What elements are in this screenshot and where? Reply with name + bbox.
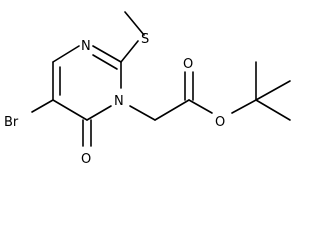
atom-label-bromine: Br [4, 115, 19, 130]
bond-methyl-s [124, 11, 145, 36]
bond-lines [31, 11, 291, 147]
atom-label-ring-nitrogen-bottom: N [114, 94, 124, 109]
bond-c5-br [31, 99, 54, 113]
bond-tbutyl-methyl-right [255, 80, 291, 101]
bond-o-tbutyl [231, 99, 257, 114]
bond-c2-n3-double [92, 45, 122, 63]
bond-n3-c4 [52, 45, 80, 63]
atom-labels: S N N Br O O O [4, 32, 225, 167]
bond-n1-ch2 [129, 105, 156, 121]
atom-label-sulfur: S [141, 32, 149, 47]
atom-label-keto-oxygen: O [81, 152, 91, 167]
bond-c6-n1 [86, 105, 112, 121]
atom-label-ester-oxygen: O [215, 115, 225, 130]
bond-s-c2 [120, 40, 139, 63]
bond-ch2-carbonyl [154, 99, 190, 121]
bond-c2-n3-double-inner [92, 54, 118, 70]
chemical-structure-diagram: S N N Br O O O [4, 11, 291, 167]
atom-label-carbonyl-oxygen: O [183, 57, 193, 72]
bond-tbutyl-methyl-bottom [255, 99, 291, 121]
bond-carbonyl-o-single [188, 99, 213, 114]
bond-c5-c6 [52, 99, 88, 121]
atom-label-ring-nitrogen-top: N [81, 39, 91, 54]
